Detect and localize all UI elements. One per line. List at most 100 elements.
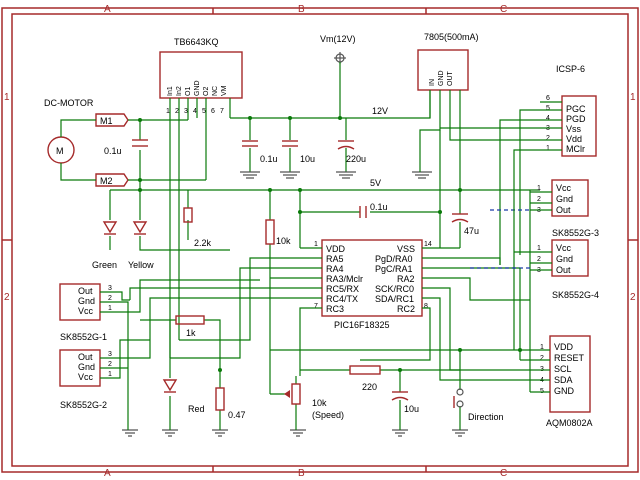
sensor-sk3: Vcc Gnd Out 1 2 3 SK8552G-3	[490, 179, 599, 238]
col-label-b-bottom: B	[298, 468, 305, 479]
icsp-pin-pgd: PGD	[566, 114, 586, 124]
mcu-pin-rc2: RC2	[397, 304, 415, 314]
lcd-module: VDD RESET SCL SDA GND 1 2 3 4 5 AQM0802A	[514, 268, 593, 428]
status-leds: 2.2k Green Yellow	[92, 180, 230, 270]
sk1-label: SK8552G-1	[60, 332, 107, 342]
driver-pin-num-5: 5	[202, 108, 206, 115]
row-label-1: 1	[4, 92, 10, 103]
sk1-pin-vcc: Vcc	[78, 306, 94, 316]
c-vm3-label: 220u	[346, 154, 366, 164]
reg-pin-in: IN	[429, 79, 436, 86]
row-label-1-right: 1	[630, 92, 636, 103]
sk2-pin-out: Out	[78, 352, 93, 362]
reg-pin-gnd: GND	[438, 70, 445, 86]
lcd-pin-scl: SCL	[554, 364, 572, 374]
sk4-label: SK8552G-4	[552, 290, 599, 300]
icsp-label: ICSP-6	[556, 64, 585, 74]
col-label-b: B	[298, 4, 305, 15]
sensor-sk1: Out Gnd Vcc 3 2 1 SK8552G-1	[59, 279, 260, 430]
net-12v-label: 12V	[372, 106, 388, 116]
led-red-label: Red	[188, 404, 205, 414]
col-label-a: A	[104, 4, 111, 15]
mcu-pin-rc0: SCK/RC0	[375, 284, 414, 294]
lcd-label: AQM0802A	[546, 418, 593, 428]
lcd-pin-gnd: GND	[554, 386, 575, 396]
sk2-pin-gnd: Gnd	[78, 362, 95, 372]
sk4-pin-out: Out	[556, 265, 571, 275]
sk4-num-1: 1	[537, 245, 541, 252]
sk2-label: SK8552G-2	[60, 400, 107, 410]
mcu-pin-num-8: 8	[424, 303, 428, 310]
speed-and-direction: 10k (Speed) 220 10u Direction	[269, 288, 514, 430]
col-label-a-bottom: A	[104, 468, 111, 479]
sk4-pin-vcc: Vcc	[556, 243, 572, 253]
sk3-pin-gnd: Gnd	[556, 194, 573, 204]
mcu-pin-rc3: RC3	[326, 304, 344, 314]
mcu-pin-num-14: 14	[424, 241, 432, 248]
c-10u-label: 10u	[404, 404, 419, 414]
driver-pin-num-2: 2	[175, 108, 179, 115]
dc-motor: DC-MOTOR M M1 M2 0.1u	[44, 98, 207, 187]
sk3-num-2: 2	[537, 196, 541, 203]
row-label-2: 2	[4, 292, 10, 303]
regulator-label: 7805(500mA)	[424, 32, 479, 42]
c-5v1-label: 0.1u	[370, 202, 388, 212]
icsp-pin-mclr: MClr	[566, 144, 585, 154]
icsp-num-1: 1	[546, 145, 550, 152]
driver-pin-in2: In2	[176, 86, 183, 96]
reg-pin-out: OUT	[447, 71, 454, 87]
sk3-pin-vcc: Vcc	[556, 183, 572, 193]
r-pull-label: 10k	[276, 236, 291, 246]
c-motor-label: 0.1u	[104, 146, 122, 156]
net-5v-label: 5V	[370, 178, 381, 188]
mcu-pin-rc4: RC4/TX	[326, 294, 358, 304]
sensor-sk2: Out Gnd Vcc 3 2 1 SK8552G-2	[59, 339, 151, 410]
mcu-pin-num-7: 7	[314, 303, 318, 310]
sk4-pin-gnd: Gnd	[556, 254, 573, 264]
driver-pin-o2: O2	[203, 87, 210, 96]
mcu-pin-vdd: VDD	[326, 244, 346, 254]
r-led-label: 2.2k	[194, 238, 212, 248]
net-5v	[140, 130, 540, 288]
red-led-circuit: 1k Red 0.47	[140, 315, 246, 430]
r-1k-label: 1k	[186, 328, 196, 338]
mcu-ic: PIC16F18325 1 7 14 8 VDD RA5 RA4 RA3/Mcl…	[129, 239, 540, 381]
icsp-num-2: 2	[546, 135, 550, 142]
vm-supply: Vm(12V) 12V 0.1u 10u 220u	[230, 34, 431, 172]
regulator: 7805(500mA) IN GND OUT	[417, 32, 532, 190]
sk3-pin-out: Out	[556, 205, 571, 215]
motor-label: DC-MOTOR	[44, 98, 94, 108]
mcu-pin-rc5: RC5/RX	[326, 284, 359, 294]
lcd-num-1: 1	[540, 344, 544, 351]
sk2-num-3: 3	[108, 351, 112, 358]
icsp-header: ICSP-6 PGC PGD Vss Vdd MClr 6 5 4 3 2 1	[440, 64, 597, 265]
driver-pin-gnd: GND	[194, 80, 201, 96]
direction-label: Direction	[468, 412, 504, 422]
driver-pin-num-4: 4	[193, 108, 197, 115]
mcu-pin-ra1: PgC/RA1	[375, 264, 413, 274]
m2-label: M2	[100, 176, 113, 186]
sensor-sk4: Vcc Gnd Out 1 2 3 SK8552G-4	[470, 190, 599, 392]
r-220-label: 220	[362, 382, 377, 392]
driver-pin-o1: O1	[185, 87, 192, 96]
driver-pin-num-6: 6	[211, 108, 215, 115]
motor-symbol: M	[56, 146, 64, 156]
sk3-num-1: 1	[537, 185, 541, 192]
icsp-pin-vdd: Vdd	[566, 134, 582, 144]
driver-pin-in1: In1	[167, 86, 174, 96]
led-yellow-label: Yellow	[128, 260, 154, 270]
sk3-label: SK8552G-3	[552, 228, 599, 238]
driver-pin-num-7: 7	[220, 108, 224, 115]
icsp-pin-pgc: PGC	[566, 104, 586, 114]
m1-label: M1	[100, 116, 113, 126]
driver-pin-num-1: 1	[166, 108, 170, 115]
mcu-pin-ra2: RA2	[397, 274, 415, 284]
lcd-num-2: 2	[540, 355, 544, 362]
drawing-frame: A B C A B C 1 2 1 2	[1, 4, 639, 479]
mcu-label: PIC16F18325	[334, 320, 390, 330]
sk1-pin-out: Out	[78, 286, 93, 296]
mcu-pin-ra4: RA4	[326, 264, 344, 274]
led-green-label: Green	[92, 260, 117, 270]
motor-driver-ic: TB6643KQ In1 In2 O1 GND O2 NC VM 1 2 3 4…	[159, 37, 243, 358]
driver-pin-num-3: 3	[184, 108, 188, 115]
